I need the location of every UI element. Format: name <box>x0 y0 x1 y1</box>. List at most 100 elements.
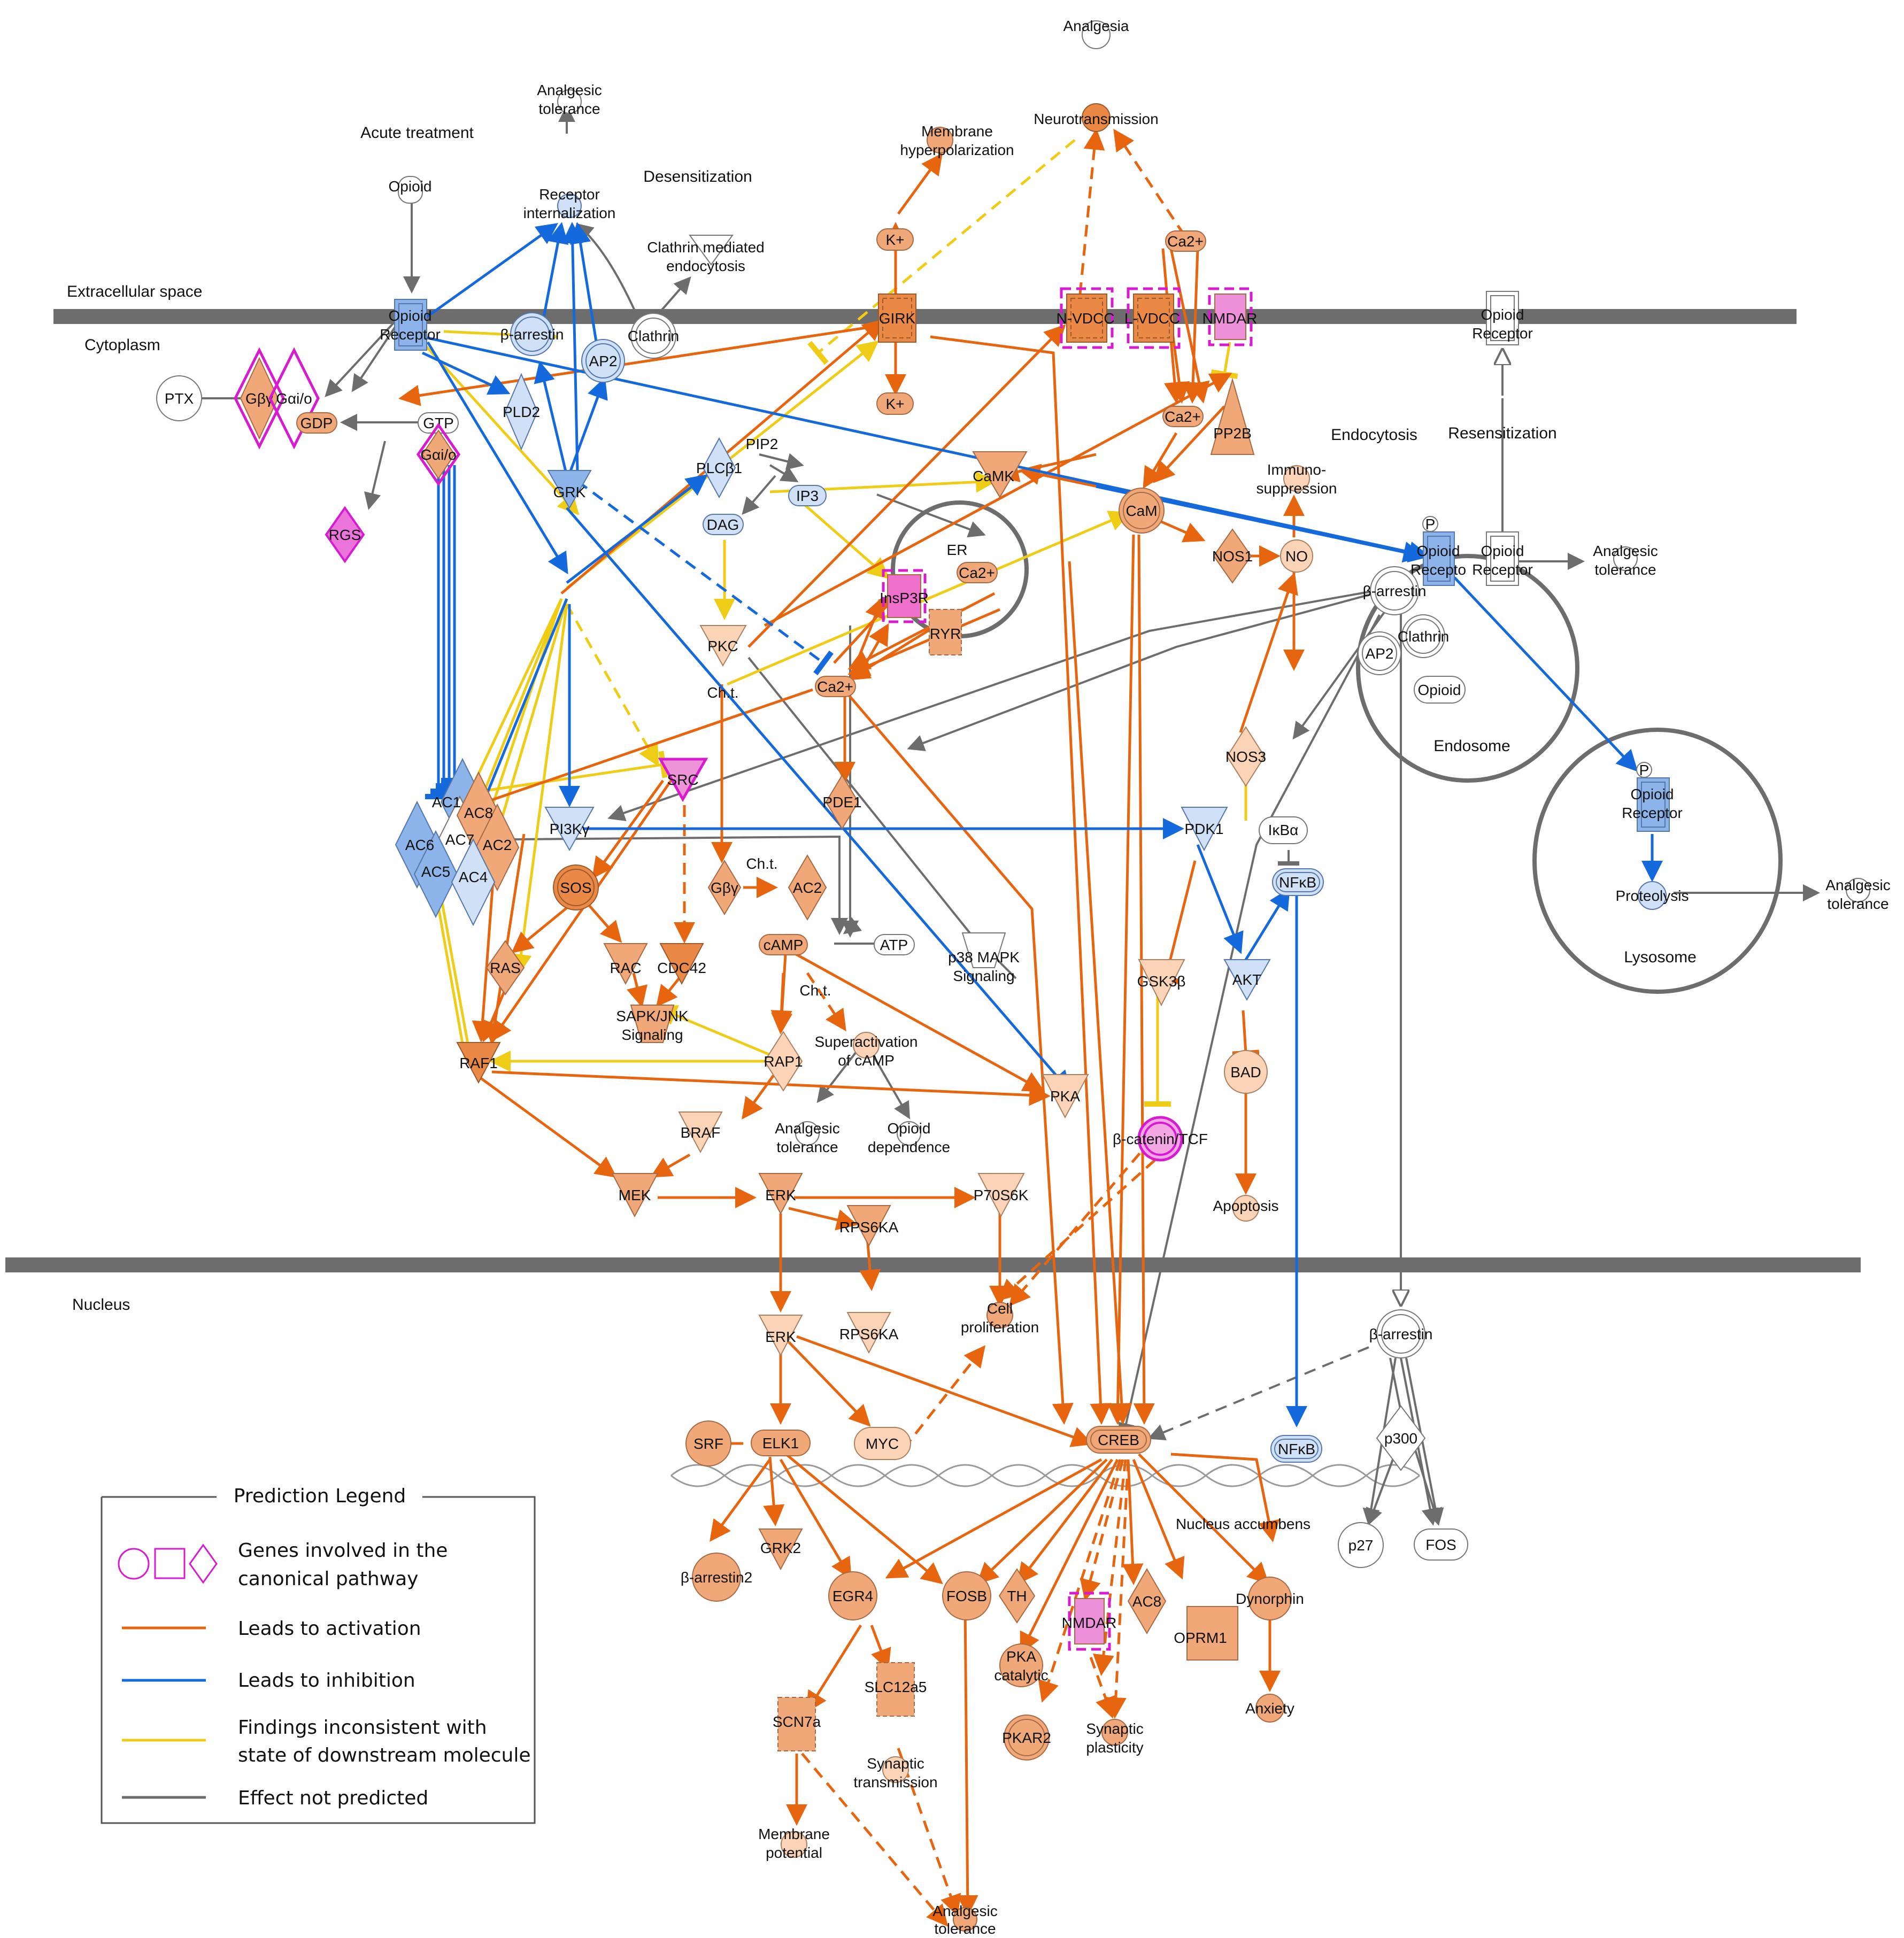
ca2-cytosol-node[interactable]: Ca2+ <box>815 676 856 697</box>
dynorphin-node[interactable]: Dynorphin <box>1236 1577 1304 1620</box>
slc12a5-node[interactable]: SLC12a5 <box>865 1662 927 1717</box>
opioid-dependence-node[interactable]: Opioid dependence <box>868 1120 950 1155</box>
clathrin-membrane-node[interactable]: Clathrin <box>628 313 679 359</box>
clathrin-endosome-node[interactable]: Clathrin <box>1398 614 1449 658</box>
sapk-jnk-signaling-node[interactable]: SAPK/JNK Signaling <box>616 1005 689 1043</box>
g-alpha-io-membrane-node[interactable]: Gαi/o <box>268 347 320 450</box>
raf1-node[interactable]: RAF1 <box>456 1042 501 1084</box>
pi3k-gamma-node[interactable]: PI3Kγ <box>544 807 595 852</box>
gtp-node[interactable]: GTP <box>418 412 459 434</box>
ptx-node[interactable]: PTX <box>156 375 202 421</box>
apoptosis-node[interactable]: Apoptosis <box>1213 1195 1279 1222</box>
opioid-receptor-recycling-node[interactable]: Opioid Receptor <box>1472 531 1533 586</box>
ap2-membrane-node[interactable]: AP2 <box>581 339 625 383</box>
pde1-node[interactable]: PDE1 <box>822 774 862 830</box>
rps6ka-cytosol-node[interactable]: RPS6KA <box>839 1205 899 1247</box>
g-beta-gamma-cytosol-node[interactable]: Gβγ <box>707 860 742 915</box>
k-plus-top-node[interactable]: K+ <box>876 228 914 251</box>
ac8-nucleus-node[interactable]: AC8 <box>1127 1568 1167 1634</box>
atp-node[interactable]: ATP <box>874 934 915 955</box>
k-plus-bottom-node[interactable]: K+ <box>876 392 914 415</box>
ap2-endosome-node[interactable]: AP2 <box>1358 631 1401 675</box>
ac4-shape[interactable] <box>451 838 496 926</box>
cam-node[interactable]: CaM <box>1119 488 1165 534</box>
pkc-node[interactable]: PKC <box>699 625 747 667</box>
gdp-node[interactable]: GDP <box>296 412 337 434</box>
synaptic-transmission-node[interactable]: Synaptic transmission <box>853 1755 937 1790</box>
braf-node[interactable]: BRAF <box>678 1111 723 1154</box>
adenylyl-cyclase-cluster[interactable]: AC1 AC6 AC7 AC8 AC2 AC5 AC4 <box>395 758 520 926</box>
nmdar-membrane-node[interactable]: NMDAR <box>1202 287 1258 346</box>
egr4-node[interactable]: EGR4 <box>828 1571 877 1620</box>
camp-node[interactable]: cAMP <box>759 934 808 955</box>
srf-node[interactable]: SRF <box>685 1420 731 1466</box>
analgesic-tolerance-lysosome-node[interactable]: Analgesic tolerance <box>1825 877 1890 912</box>
immunosuppression-node[interactable]: Immuno- suppression <box>1257 461 1337 497</box>
nfkb-nucleus-node[interactable]: NFκB <box>1270 1435 1322 1463</box>
nos1-node[interactable]: NOS1 <box>1212 528 1253 584</box>
dag-node[interactable]: DAG <box>703 514 744 535</box>
analgesic-tolerance-top-node[interactable]: Analgesic tolerance <box>537 82 602 117</box>
opioid-ligand-top-node[interactable]: Opioid <box>389 176 432 204</box>
akt-node[interactable]: AKT <box>1223 959 1271 1001</box>
elk1-node[interactable]: ELK1 <box>751 1430 811 1456</box>
nos3-node[interactable]: NOS3 <box>1225 726 1266 787</box>
ac5-shape[interactable] <box>413 830 458 918</box>
ras-node[interactable]: RAS <box>485 940 525 995</box>
ryr-node[interactable]: RYR <box>929 609 962 655</box>
neurotransmission-node[interactable]: Neurotransmission <box>1034 103 1159 132</box>
ac2-cytosol-node[interactable]: AC2 <box>788 854 827 921</box>
scn7a-node[interactable]: SCN7a <box>773 1697 821 1751</box>
opioid-receptor-lysosome-node[interactable]: P Opioid Receptor <box>1622 762 1683 832</box>
camk-node[interactable]: CaMK <box>972 451 1028 498</box>
pp2b-node[interactable]: PP2B <box>1210 377 1255 455</box>
beta-arrestin2-node[interactable]: β-arrestin2 <box>681 1553 752 1602</box>
sos-node[interactable]: SOS <box>553 864 599 910</box>
analgesic-tolerance-bottom-node[interactable]: Analgesic tolerance <box>932 1903 997 1937</box>
opioid-ligand-endosome-node[interactable]: Opioid <box>1414 676 1466 704</box>
rps6ka-nucleus-node[interactable]: RPS6KA <box>839 1312 899 1354</box>
beta-arrestin-endosome-node[interactable]: β-arrestin <box>1363 566 1427 615</box>
membrane-potential-node[interactable]: Membrane potential <box>758 1826 830 1861</box>
analgesic-tolerance-right-node[interactable]: Analgesic tolerance <box>1593 543 1658 578</box>
ca2-top-node[interactable]: Ca2+ <box>1165 230 1206 252</box>
synaptic-plasticity-node[interactable]: Synaptic plasticity <box>1086 1719 1144 1756</box>
membrane-hyperpolarization-node[interactable]: Membrane hyperpolarization <box>900 123 1014 158</box>
cell-proliferation-node[interactable]: Cell proliferation <box>961 1300 1039 1335</box>
pld2-node[interactable]: PLD2 <box>503 373 540 451</box>
ca2-er-node[interactable]: Ca2+ <box>957 562 998 583</box>
mek-node[interactable]: MEK <box>611 1173 659 1218</box>
bad-node[interactable]: BAD <box>1224 1050 1268 1094</box>
pka-node[interactable]: PKA <box>1042 1074 1089 1119</box>
clathrin-mediated-endocytosis-node[interactable]: Clathrin mediated endocytosis <box>647 235 765 274</box>
l-vdcc-node[interactable]: L-VDCC <box>1124 287 1181 349</box>
rac-node[interactable]: RAC <box>603 943 648 985</box>
p27-node[interactable]: p27 <box>1338 1522 1384 1568</box>
analgesic-tolerance-mid-node[interactable]: Analgesic tolerance <box>775 1120 839 1155</box>
p70s6k-node[interactable]: P70S6K <box>974 1173 1029 1218</box>
p300-node[interactable]: p300 <box>1376 1405 1426 1471</box>
oprm1-node[interactable]: OPRM1 <box>1174 1606 1238 1661</box>
fosb-node[interactable]: FOSB <box>942 1571 991 1620</box>
g-beta-gamma-membrane-node[interactable]: Gβγ <box>234 347 285 450</box>
pdk1-node[interactable]: PDK1 <box>1181 807 1228 852</box>
plcb1-node[interactable]: PLCβ1 <box>696 437 742 499</box>
gsk3b-node[interactable]: GSK3β <box>1137 959 1186 1007</box>
th-node[interactable]: TH <box>998 1568 1036 1624</box>
creb-node[interactable]: CREB <box>1086 1426 1151 1454</box>
proteolysis-node[interactable]: Proteolysis <box>1616 881 1689 910</box>
cdc42-node[interactable]: CDC42 <box>657 943 706 985</box>
beta-arrestin-nucleus-node[interactable]: β-arrestin <box>1369 1309 1433 1358</box>
pip2-node[interactable]: PIP2 <box>746 436 778 452</box>
anxiety-node[interactable]: Anxiety <box>1245 1694 1294 1723</box>
analgesia-node[interactable]: Analgesia <box>1063 18 1129 49</box>
opioid-receptor-membrane-node[interactable]: Opioid Receptor <box>380 299 441 351</box>
receptor-internalization-node[interactable]: Receptor internalization <box>523 186 616 221</box>
rap1-node[interactable]: RAP1 <box>764 1031 803 1092</box>
g-alpha-io-node[interactable]: Gαi/o <box>416 422 461 487</box>
grk-node[interactable]: GRK <box>547 470 592 509</box>
superactivation-camp-node[interactable]: Superactivation of cAMP <box>814 1032 918 1069</box>
erk-nucleus-node[interactable]: ERK <box>758 1315 803 1357</box>
pkar2-node[interactable]: PKAR2 <box>1002 1715 1051 1761</box>
grk2-node[interactable]: GRK2 <box>758 1528 803 1571</box>
